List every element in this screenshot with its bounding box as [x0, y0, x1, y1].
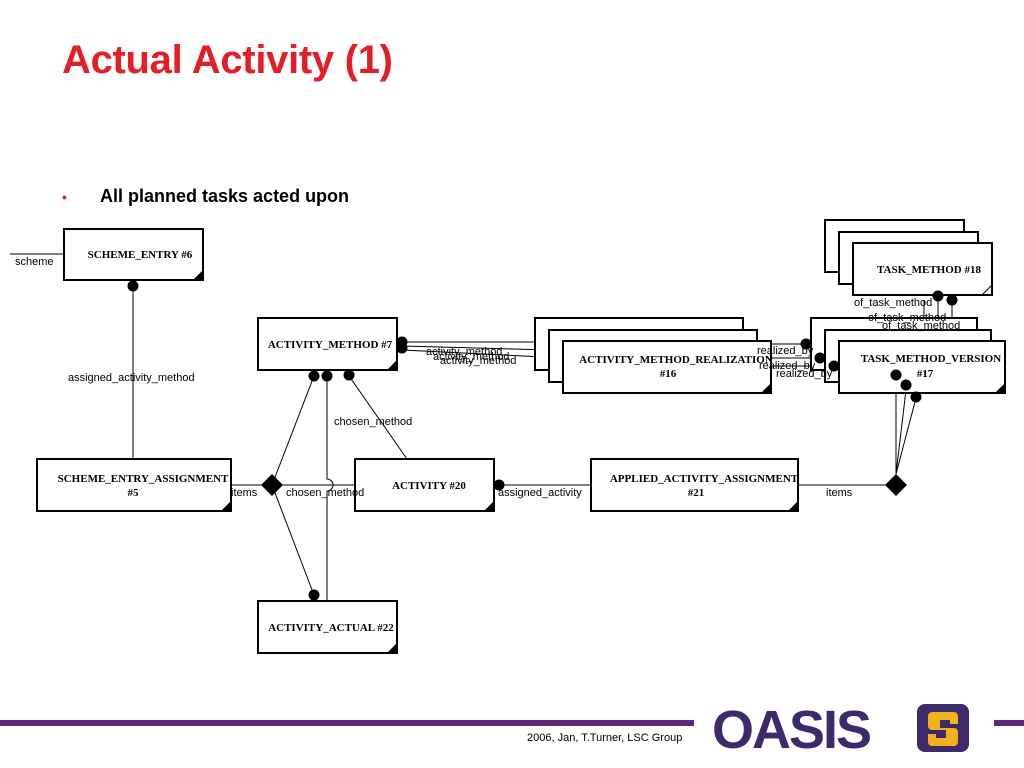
activity-method-realization-label-1: ACTIVITY_METHOD_REALIZATION: [579, 354, 773, 366]
activity-method-box[interactable]: [257, 317, 398, 371]
items-left-label: items: [231, 487, 258, 499]
relation-dot: [800, 338, 812, 350]
relation-dot: [308, 370, 320, 382]
realized-by-label-2: realized_by: [759, 360, 816, 372]
relation-dot: [828, 360, 840, 372]
chosen-method-upper-label: chosen_method: [334, 416, 412, 428]
corner-mark: [387, 643, 397, 653]
applied-activity-assignment-label-2: #21: [688, 487, 705, 499]
realized-by-label-3: realized_by: [776, 368, 833, 380]
corner-mark: [761, 383, 771, 393]
scheme-entry-assignment-label-2: #5: [128, 487, 140, 499]
scheme-entry-assignment-label-1: SCHEME_ENTRY_ASSIGNMENT: [58, 473, 229, 485]
relation-dot: [396, 342, 408, 354]
relation-dot: [308, 589, 320, 601]
activity-method-label-3: activity_method: [440, 355, 516, 367]
assigned-activity-method-label: assigned_activity_method: [68, 372, 195, 384]
footer-credit: 2006, Jan, T.Turner, LSC Group: [527, 732, 683, 744]
corner-mark: [788, 501, 798, 511]
applied-activity-assignment-label-1: APPLIED_ACTIVITY_ASSIGNMENT: [610, 473, 799, 485]
activity-method-realization-box[interactable]: [562, 340, 772, 394]
bullet-text: All planned tasks acted upon: [100, 186, 350, 206]
chosen-method-lower-label: chosen_method: [286, 487, 364, 499]
task-method-label: TASK_METHOD #18: [877, 264, 982, 276]
oasis-logo-text: OASIS: [712, 700, 870, 758]
chosen-method-upper-line: [348, 375, 408, 460]
activity-method-realization-label-2: #16: [660, 368, 677, 380]
of-task-method-label-2: of_task_method: [868, 312, 946, 324]
scheme-entry-assignment-box[interactable]: [36, 458, 232, 512]
diamond-to-activity-actual-line: [271, 484, 315, 596]
items-right-label: items: [826, 487, 853, 499]
activity-actual-box[interactable]: [257, 600, 398, 654]
activity-label: ACTIVITY #20: [392, 480, 466, 492]
select-diamond-right: [885, 474, 907, 496]
bullet-icon: •: [62, 189, 67, 205]
select-diamond-left: [261, 474, 283, 496]
activity-method-label-2: activity_method: [433, 351, 509, 363]
corner-mark: [193, 270, 203, 280]
activity-actual-label: ACTIVITY_ACTUAL #22: [268, 622, 394, 634]
diamond-to-activity-method-line: [271, 375, 315, 486]
relation-dot: [814, 352, 826, 364]
slide-title: Actual Activity (1): [62, 38, 393, 82]
activity-method-label-1: activity_method: [426, 346, 502, 358]
corner-mark: [484, 501, 494, 511]
footer-rule-left: [0, 720, 694, 726]
oasis-logo-mark: [917, 704, 969, 752]
realized-by-label-1: realized_by: [757, 345, 814, 357]
scheme-label: scheme: [15, 256, 54, 268]
scheme-entry-label: SCHEME_ENTRY #6: [88, 249, 193, 261]
oasis-logo: OASIS: [712, 700, 969, 758]
applied-activity-assignment-box[interactable]: [590, 458, 799, 512]
relation-dot: [343, 369, 355, 381]
task-method-version-box[interactable]: [838, 340, 1006, 394]
scheme-entry-box[interactable]: [63, 228, 204, 281]
relation-dot: [900, 379, 912, 391]
activity-method-label: ACTIVITY_METHOD #7: [268, 339, 393, 351]
relation-dot: [910, 391, 922, 403]
of-task-method-label-3: of_task_method: [882, 320, 960, 332]
corner-mark: [221, 501, 231, 511]
diamond-to-tmv-line-3: [895, 397, 917, 475]
relation-dot: [932, 290, 944, 302]
relation-dot: [321, 370, 333, 382]
of-task-method-label-1: of_task_method: [854, 297, 932, 309]
assigned-activity-label: assigned_activity: [498, 487, 582, 499]
activity-box[interactable]: [354, 458, 495, 512]
relation-dot: [493, 479, 505, 491]
corner-mark: [387, 360, 397, 370]
relation-dot: [127, 280, 139, 292]
express-g-diagram: TASK_METHOD #18 SCHEME_ENTRY #6 ACTIVITY…: [10, 219, 1006, 654]
relation-dot: [946, 294, 958, 306]
task-method-version-label-2: #17: [917, 368, 934, 380]
corner-mark-open: [981, 284, 993, 296]
diamond-to-tmv-line-2: [895, 389, 907, 475]
corner-mark: [995, 383, 1005, 393]
task-method-version-label-1: TASK_METHOD_VERSION: [861, 353, 1001, 365]
task-method-box[interactable]: [852, 242, 993, 296]
footer-rule-right: [994, 720, 1024, 726]
activity-method-line-2: [401, 345, 551, 351]
relation-dot: [890, 369, 902, 381]
